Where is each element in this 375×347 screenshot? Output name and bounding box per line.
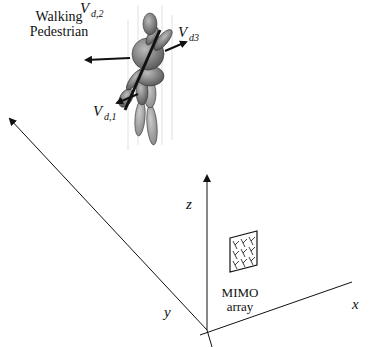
array-label: MIMO array [214, 286, 266, 315]
mimo-array [230, 231, 257, 272]
velocity-symbol: V [80, 0, 89, 17]
axis-label: y [164, 304, 171, 321]
axis-label: x [352, 296, 359, 313]
velocity-subscript: d,2 [91, 8, 104, 19]
coordinate-axes [10, 119, 352, 347]
velocity-subscript: d,1 [104, 111, 117, 122]
walking-pedestrian [116, 13, 175, 145]
axis-label: z [186, 196, 192, 213]
velocity-subscript: d3 [189, 32, 199, 43]
velocity-arrows [86, 42, 186, 103]
velocity-symbol: V [178, 24, 187, 41]
velocity-symbol: V [93, 103, 102, 120]
